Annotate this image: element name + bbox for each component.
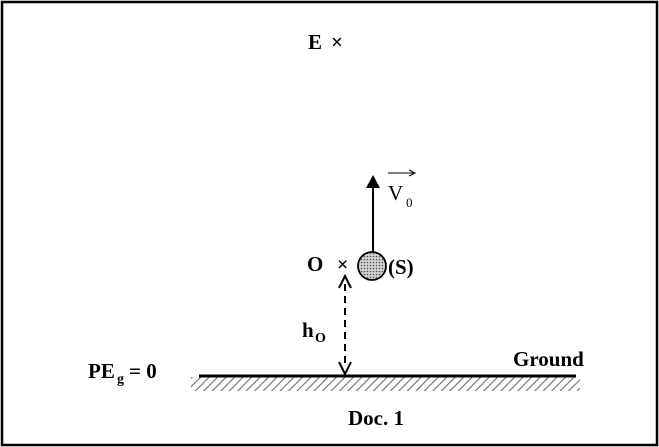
height-subscript: O <box>315 331 326 346</box>
height-indicator: h O <box>302 273 352 377</box>
point-o-label: O × <box>307 252 348 276</box>
point-o-letter: O <box>307 252 323 276</box>
height-letter: h <box>302 318 314 342</box>
point-o-cross: × <box>337 254 348 276</box>
ground-label: Ground <box>513 347 584 371</box>
potential-energy-reference: PE g = 0 <box>88 359 157 387</box>
point-e-cross: × <box>331 30 343 54</box>
height-arrow-top <box>338 273 352 289</box>
ground: Ground <box>191 347 584 391</box>
velocity-vector: V 0 <box>366 169 417 252</box>
ball-icon <box>357 251 387 281</box>
vector-overline-head <box>408 169 417 177</box>
point-e-letter: E <box>308 30 322 54</box>
pe-subscript: g <box>117 372 124 387</box>
velocity-letter: V <box>388 181 403 205</box>
velocity-arrow-head <box>366 175 380 188</box>
pe-letters: PE <box>88 359 115 383</box>
height-arrow-bottom <box>338 361 352 377</box>
pe-value: = 0 <box>129 359 157 383</box>
doc-caption: Doc. 1 <box>348 406 404 430</box>
velocity-subscript: 0 <box>406 195 413 210</box>
object-label: (S) <box>388 255 414 279</box>
ground-hatch-icon <box>191 377 580 391</box>
point-e-label: E × <box>308 30 343 54</box>
